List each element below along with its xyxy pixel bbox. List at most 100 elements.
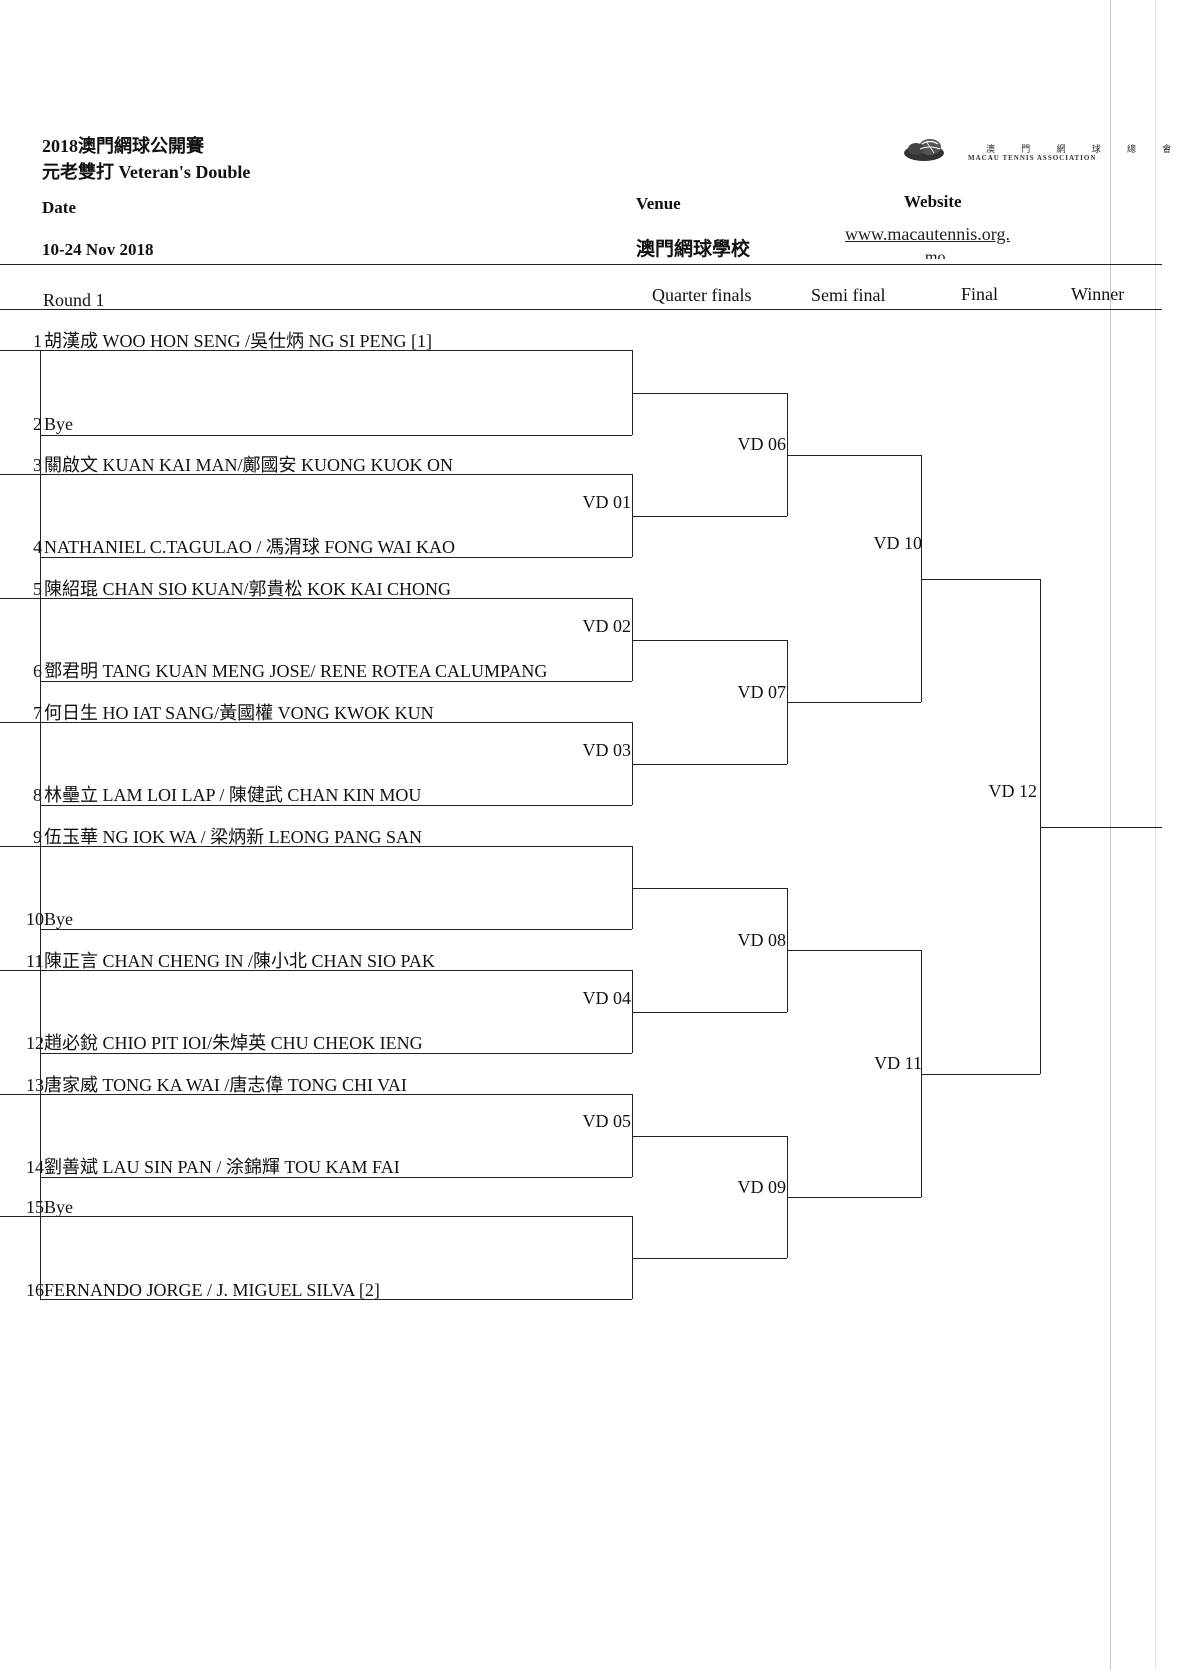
draw-position-number: 7	[33, 703, 42, 723]
match-label-vd05: VD 05	[582, 1111, 632, 1131]
draw-position-number: 4	[33, 537, 42, 557]
scan-line	[1110, 0, 1111, 1670]
round-1-connector-7	[632, 1094, 633, 1177]
player-names: FERNANDO JORGE / J. MIGUEL SILVA [2]	[44, 1280, 380, 1300]
player-names: 伍玉華 NG IOK WA / 梁炳新 LEONG PANG SAN	[44, 827, 423, 847]
website-label: Website	[904, 192, 962, 211]
draw-position-number: 3	[33, 455, 42, 475]
round-1-connector-8	[632, 1216, 633, 1299]
round-1-line-8	[40, 805, 632, 806]
round-header-divider	[0, 309, 1162, 310]
round-1-line-4	[40, 557, 632, 558]
player-names: 趙必銳 CHIO PIT IOI/朱焯英 CHU CHEOK IENG	[44, 1033, 423, 1053]
quarter-final-line-2	[632, 516, 787, 517]
round-1-line-7	[0, 722, 632, 723]
player-entry-10: 10Bye	[26, 908, 73, 930]
player-names: Bye	[44, 1197, 73, 1217]
round-1-connector-6	[632, 970, 633, 1053]
website-link[interactable]: www.macautennis.org.	[845, 224, 1010, 244]
round-1-line-16	[40, 1299, 632, 1300]
semi-final-line-2	[787, 702, 921, 703]
player-names: 唐家威 TONG KA WAI /唐志偉 TONG CHI VAI	[44, 1075, 407, 1095]
draw-position-number: 5	[33, 579, 42, 599]
round-1-line-6	[40, 681, 632, 682]
match-label-vd06: VD 06	[737, 434, 787, 454]
player-names: NATHANIEL C.TAGULAO / 馮渭球 FONG WAI KAO	[44, 537, 456, 557]
match-label-vd11: VD 11	[874, 1053, 922, 1073]
match-label-vd01: VD 01	[582, 492, 632, 512]
quarter-final-line-5	[632, 888, 787, 889]
player-names: 胡漢成 WOO HON SENG /吳仕炳 NG SI PENG [1]	[44, 331, 432, 351]
date-label: Date	[42, 198, 76, 217]
final-connector	[1040, 579, 1041, 1074]
draw-position-number: 15	[26, 1197, 44, 1217]
semi-final-header: Semi final	[811, 285, 886, 305]
player-names: 林壘立 LAM LOI LAP / 陳健武 CHAN KIN MOU	[44, 785, 422, 805]
draw-position-number: 11	[26, 951, 44, 971]
round-1-line-11	[0, 970, 632, 971]
quarter-final-line-1	[632, 393, 787, 394]
round-1-line-15	[0, 1216, 632, 1217]
semi-final-connector-2	[921, 950, 922, 1197]
draw-position-number: 13	[26, 1075, 44, 1095]
quarter-finals-header: Quarter finals	[652, 285, 752, 305]
match-label-vd09: VD 09	[737, 1177, 787, 1197]
quarter-final-line-3	[632, 640, 787, 641]
player-names: 陳正言 CHAN CHENG IN /陳小北 CHAN SIO PAK	[44, 951, 435, 971]
round-1-connector-1	[632, 350, 633, 435]
round-1-line-14	[40, 1177, 632, 1178]
draw-position-number: 9	[33, 827, 42, 847]
player-names: 何日生 HO IAT SANG/黃國權 VONG KWOK KUN	[44, 703, 434, 723]
player-names: 陳紹琨 CHAN SIO KUAN/郭貴松 KOK KAI CHONG	[44, 579, 451, 599]
match-label-vd10: VD 10	[873, 533, 923, 553]
match-label-vd07: VD 07	[737, 682, 787, 702]
final-header: Final	[961, 284, 999, 304]
match-label-vd02: VD 02	[582, 616, 632, 636]
draw-position-number: 1	[33, 331, 42, 351]
round-1-line-1	[0, 350, 632, 351]
draw-position-number: 10	[26, 909, 44, 929]
round-1-line-3	[0, 474, 632, 475]
semi-final-connector-1	[921, 455, 922, 702]
player-entry-16: 16FERNANDO JORGE / J. MIGUEL SILVA [2]	[26, 1279, 380, 1301]
draw-position-number: 12	[26, 1033, 44, 1053]
quarter-final-line-4	[632, 764, 787, 765]
match-label-vd08: VD 08	[737, 930, 787, 950]
final-line-1	[921, 579, 1040, 580]
date-value: 10-24 Nov 2018	[42, 240, 154, 259]
player-names: Bye	[44, 414, 73, 434]
match-label-vd04: VD 04	[582, 988, 632, 1008]
round-1-line-9	[0, 846, 632, 847]
quarter-final-line-8	[632, 1258, 787, 1259]
final-line-2	[921, 1074, 1040, 1075]
draw-position-number: 14	[26, 1157, 44, 1177]
scan-line	[1155, 0, 1156, 1670]
tennis-association-logo-icon	[900, 135, 956, 165]
logo-chinese-text: 澳 門 網 球 總 會	[986, 144, 1182, 154]
player-names: Bye	[44, 909, 73, 929]
draw-position-number: 6	[33, 661, 42, 681]
round-1-line-13	[0, 1094, 632, 1095]
quarter-final-connector-1	[787, 393, 788, 516]
venue-value: 澳門網球學校	[636, 239, 751, 260]
semi-final-line-3	[787, 950, 921, 951]
page-title: 2018澳門網球公開賽	[42, 136, 204, 156]
semi-final-line-4	[787, 1197, 921, 1198]
player-names: 鄧君明 TANG KUAN MENG JOSE/ RENE ROTEA CALU…	[44, 661, 548, 681]
round-1-line-10	[40, 929, 632, 930]
winner-line	[1040, 827, 1162, 828]
draw-position-number: 8	[33, 785, 42, 805]
draw-position-number: 2	[33, 414, 42, 434]
round-1-line-2	[40, 435, 632, 436]
header-divider	[0, 264, 1162, 265]
player-entry-14: 14劉善斌 LAU SIN PAN / 涂錦輝 TOU KAM FAI	[26, 1156, 400, 1178]
